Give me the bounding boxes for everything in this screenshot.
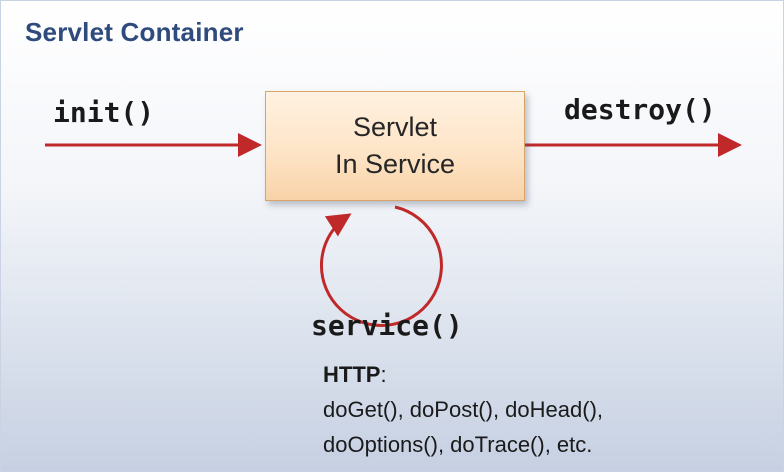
servlet-in-service-box: Servlet In Service	[265, 91, 525, 201]
init-method-label: init()	[53, 96, 155, 129]
destroy-method-label: destroy()	[564, 93, 716, 126]
http-heading-line: HTTP:	[323, 357, 603, 392]
service-loop-arrow	[319, 205, 443, 327]
http-methods-line2: doOptions(), doTrace(), etc.	[323, 432, 593, 457]
http-heading-suffix: :	[380, 362, 387, 387]
http-methods-block: HTTP: doGet(), doPost(), doHead(), doOpt…	[323, 357, 603, 462]
diagram-title: Servlet Container	[25, 17, 244, 47]
service-method-label: service()	[311, 309, 463, 342]
servlet-box-line1: Servlet	[352, 111, 438, 142]
http-heading: HTTP	[323, 362, 381, 387]
http-methods-line1: doGet(), doPost(), doHead(),	[323, 397, 604, 422]
servlet-box-line2: In Service	[334, 149, 456, 179]
